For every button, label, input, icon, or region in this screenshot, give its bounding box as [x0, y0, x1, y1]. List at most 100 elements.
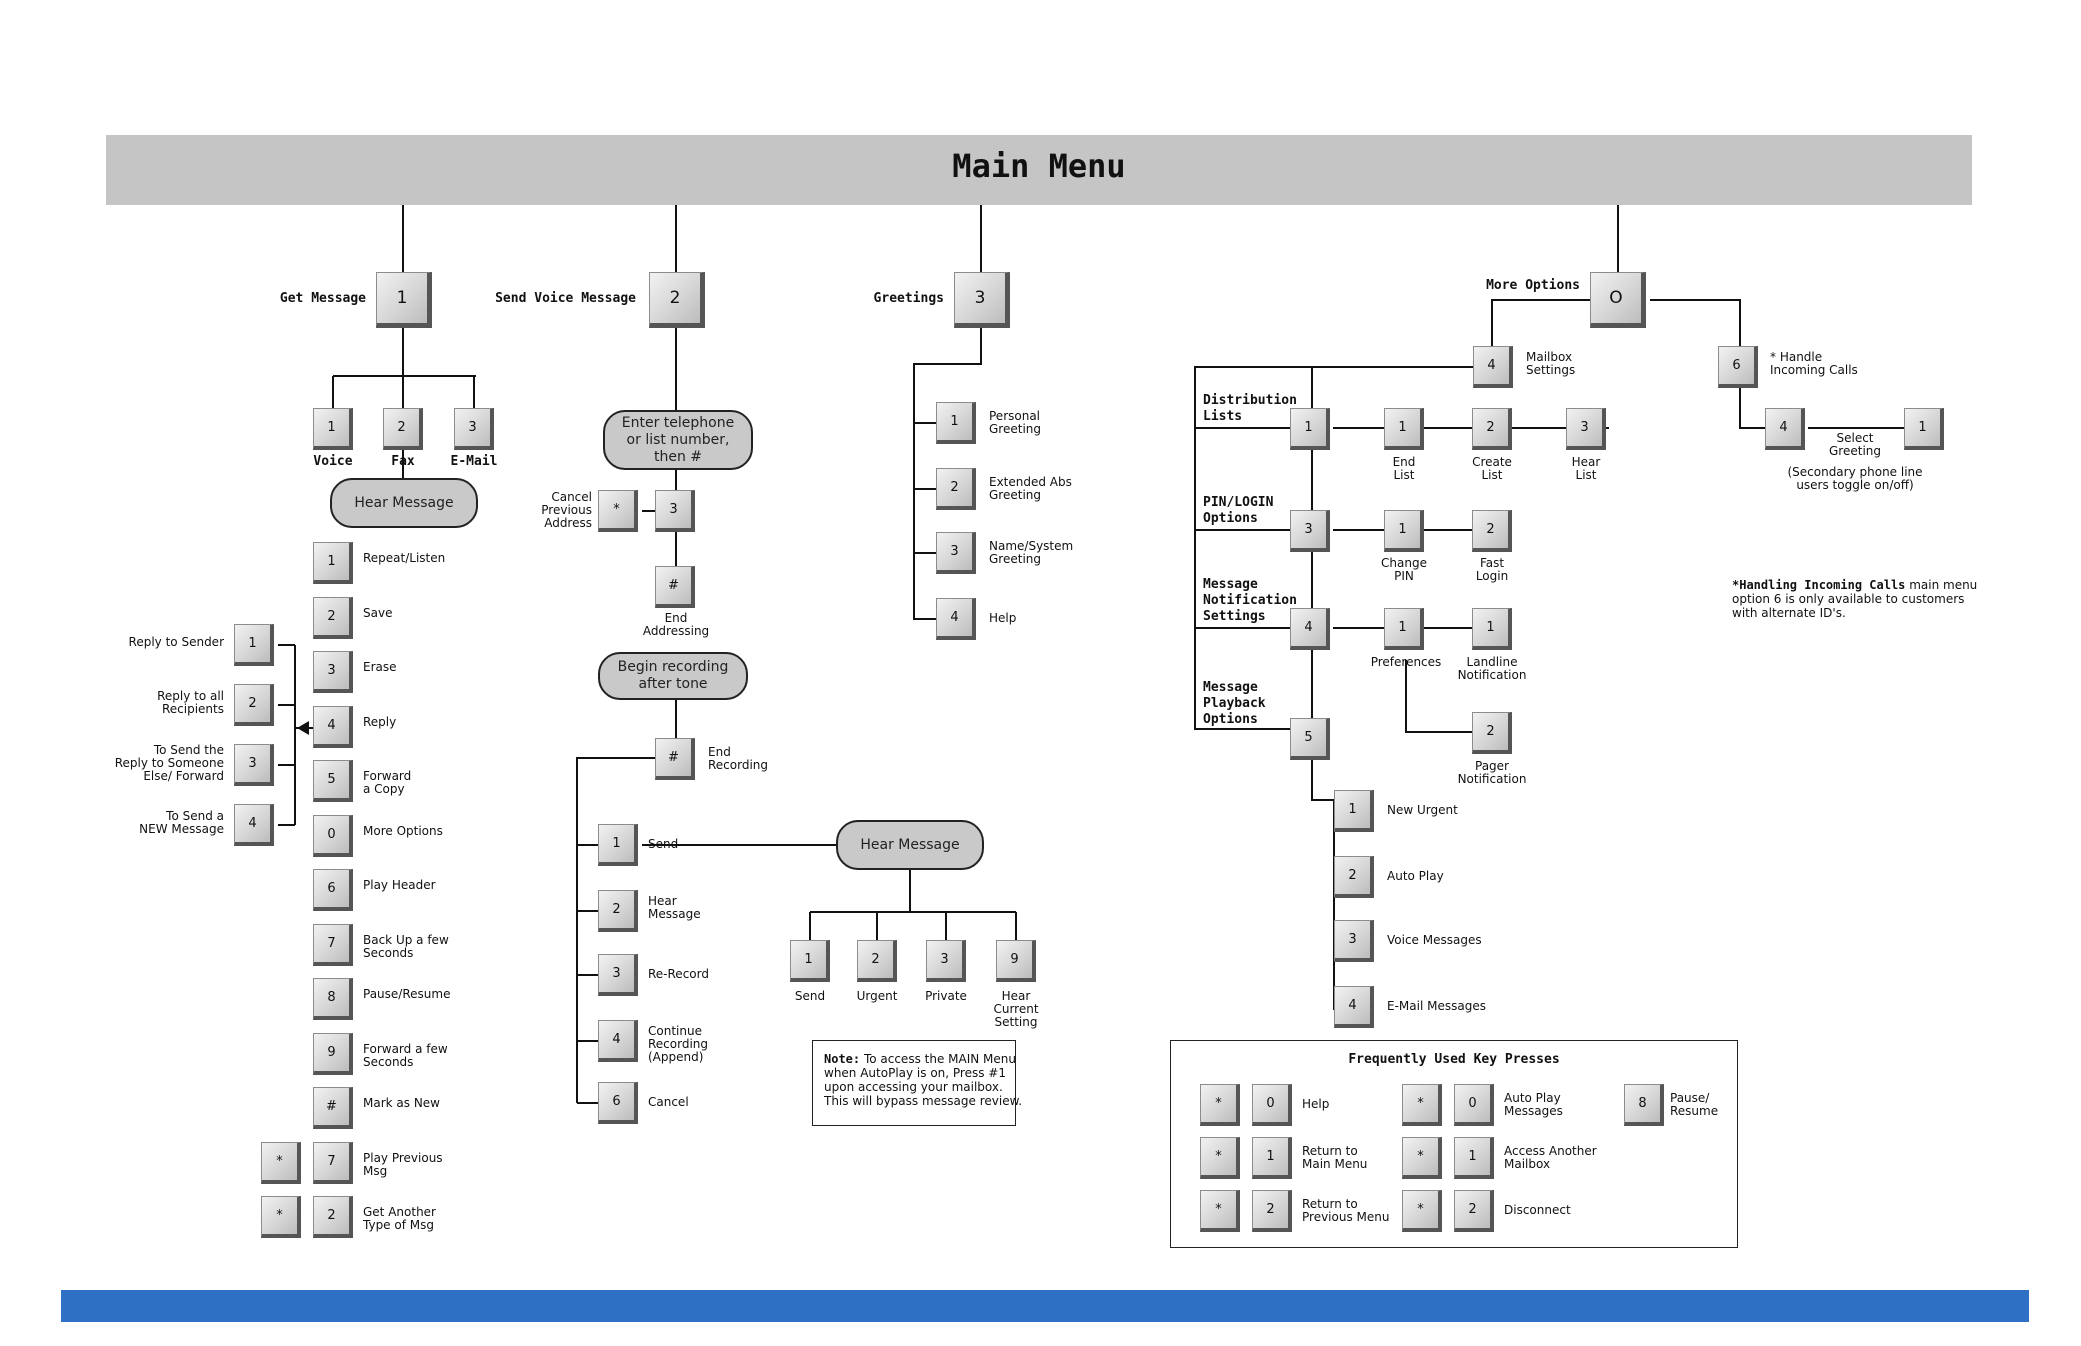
send-option-key: 1 — [790, 940, 830, 982]
frequent-key: * — [1402, 1084, 1442, 1126]
pin-login-header: PIN/LOGIN Options — [1203, 495, 1274, 526]
after-recording-label: Cancel — [648, 1095, 689, 1109]
notification-sub-label: Pager Notification — [1457, 759, 1527, 786]
reply-option-key: 2 — [234, 684, 274, 726]
frequent-label: Pause/ Resume — [1670, 1091, 1719, 1118]
get-message-header: Get Message — [279, 291, 366, 306]
connector-line — [913, 328, 982, 620]
frequent-key: * — [1402, 1137, 1442, 1179]
connector-line — [1739, 388, 1765, 429]
notification-sub-label: Landline Notification — [1457, 655, 1527, 682]
reply-option-key: 3 — [234, 744, 274, 786]
playback-key: 5 — [1290, 718, 1330, 760]
reply-option-label: Reply to all Recipients — [157, 689, 224, 716]
distribution-sub-label: End List — [1392, 455, 1416, 482]
frequent-key: 2 — [1252, 1190, 1292, 1232]
message-option-label: Reply — [363, 714, 397, 729]
distribution-sub-label: Create List — [1472, 455, 1512, 482]
message-option-label: Forward a Copy — [363, 769, 412, 796]
notification-key: 4 — [1290, 608, 1330, 650]
greeting-option-label: Personal Greeting — [989, 409, 1041, 436]
distribution-lists-header: Distribution Lists — [1203, 393, 1297, 424]
frequent-header: Frequently Used Key Presses — [1348, 1052, 1560, 1067]
end-addressing-label: End Addressing — [642, 611, 710, 638]
more-options-key: O — [1590, 272, 1646, 328]
address-key: 3 — [655, 490, 695, 532]
frequent-key: * — [1200, 1137, 1240, 1179]
greeting-option-label: Extended Abs Greeting — [989, 475, 1072, 502]
message-option-key: 5 — [313, 760, 353, 802]
greeting-option-label: Name/System Greeting — [989, 539, 1074, 566]
connector-line — [1650, 299, 1741, 346]
after-recording-label: Hear Message — [648, 894, 701, 921]
playback-sub-key: 1 — [1334, 790, 1374, 832]
frequent-key: * — [1200, 1190, 1240, 1232]
playback-sub-label: New Urgent — [1387, 803, 1458, 817]
pin-sub-label: Change PIN — [1381, 556, 1427, 583]
handle-incoming-key: 6 — [1718, 346, 1758, 388]
greeting-option-label: Help — [989, 611, 1017, 625]
message-option-key: 7 — [313, 1141, 353, 1184]
send-option-label: Urgent — [856, 989, 898, 1003]
message-option-key: 3 — [313, 651, 353, 693]
frequent-label: Return to Previous Menu — [1302, 1197, 1390, 1224]
after-recording-key: 4 — [598, 1020, 638, 1062]
note-body: To access the MAIN Menu when AutoPlay is… — [824, 1052, 1023, 1108]
hear-message-send-pill: Hear Message — [836, 820, 984, 870]
after-recording-key: 3 — [598, 954, 638, 996]
frequent-key: 1 — [1252, 1137, 1292, 1179]
reply-option-label: To Send the Reply to Someone Else/ Forwa… — [114, 743, 224, 783]
distribution-sub-key: 2 — [1472, 408, 1512, 450]
message-option-key: 8 — [313, 978, 353, 1020]
message-option-key: 6 — [313, 869, 353, 911]
reply-option-label: Reply to Sender — [128, 635, 224, 649]
message-type-key: 1 — [313, 408, 353, 450]
distribution-sub-key: 1 — [1384, 408, 1424, 450]
playback-sub-label: Auto Play — [1387, 869, 1444, 883]
after-recording-key: 1 — [598, 824, 638, 866]
message-option-label: Back Up a few Seconds — [363, 932, 449, 960]
notification-sub-label: Preferences — [1370, 655, 1442, 669]
handle-sub-key: 4 — [1765, 408, 1805, 450]
message-option-label: Mark as New — [363, 1096, 440, 1110]
send-option-key: 3 — [926, 940, 966, 982]
message-option-key: 7 — [313, 923, 353, 966]
frequent-key: * — [1402, 1190, 1442, 1232]
message-option-key: 9 — [313, 1032, 353, 1075]
incoming-note: *Handling Incoming Calls main menu optio… — [1732, 578, 1977, 620]
connector-line — [1405, 660, 1472, 733]
frequent-label: Auto Play Messages — [1504, 1091, 1563, 1118]
message-type-label: Voice — [313, 454, 353, 469]
notification-header: Message Notification Settings — [1203, 577, 1297, 624]
handle-note-label: (Secondary phone line users toggle on/of… — [1787, 465, 1923, 492]
message-option-key: 2 — [313, 1196, 353, 1238]
mailbox-settings-key: 4 — [1473, 346, 1513, 388]
frequent-key: 2 — [1454, 1190, 1494, 1232]
message-option-label: Forward a few Seconds — [363, 1041, 448, 1069]
hear-message-pill: Hear Message — [330, 478, 478, 528]
notification-sub-key: 2 — [1472, 712, 1512, 754]
frequent-label: Access Another Mailbox — [1504, 1144, 1597, 1171]
pin-key: 3 — [1290, 510, 1330, 552]
reply-arrow-icon — [297, 721, 309, 735]
pin-sub-key: 2 — [1472, 510, 1512, 552]
end-addressing-key: # — [655, 566, 695, 608]
message-option-key: # — [313, 1087, 353, 1129]
star-prefix-key: * — [261, 1196, 301, 1238]
frequent-key: * — [1200, 1084, 1240, 1126]
end-recording-key: # — [655, 738, 695, 780]
note-box — [812, 1040, 1016, 1126]
message-type-label: Fax — [391, 454, 415, 469]
select-greeting-label: Select Greeting — [1829, 431, 1881, 458]
message-type-key: 2 — [383, 408, 423, 450]
connector-line — [1311, 760, 1335, 1010]
handle-incoming-label: * Handle Incoming Calls — [1770, 350, 1858, 377]
greeting-option-key: 2 — [936, 468, 976, 510]
distribution-key: 1 — [1290, 408, 1330, 450]
bottom-bar — [61, 1290, 2029, 1322]
send-option-label: Send — [794, 989, 826, 1003]
message-option-label: Get Another Type of Msg — [363, 1205, 436, 1232]
enter-number-pill: Enter telephone or list number, then # — [603, 410, 753, 470]
frequent-key: 8 — [1624, 1084, 1664, 1126]
